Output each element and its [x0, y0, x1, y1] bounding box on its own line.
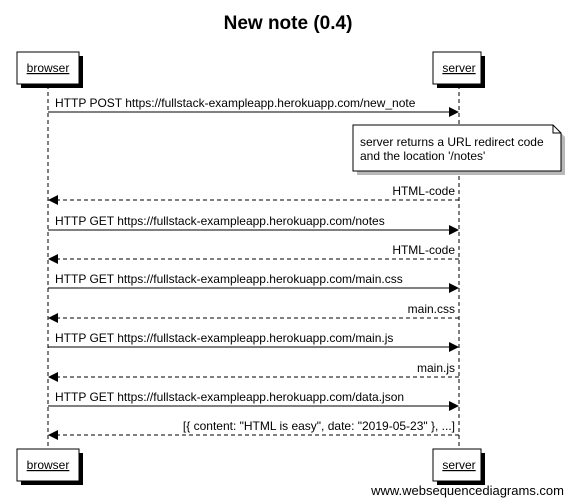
message-10: [{ content: "HTML is easy", date: "2019-… — [48, 419, 459, 440]
arrowhead-icon — [449, 401, 459, 411]
arrowhead-icon — [48, 254, 58, 264]
message-5: HTTP GET https://fullstack-exampleapp.he… — [48, 272, 459, 293]
participant-server-bottom: server — [432, 448, 485, 485]
participant-server-top: server — [432, 51, 485, 88]
watermark: www.websequencediagrams.com — [370, 483, 564, 498]
message-8: main.js — [48, 361, 459, 382]
arrowhead-icon — [48, 195, 58, 205]
message-9: HTTP GET https://fullstack-exampleapp.he… — [48, 390, 459, 411]
message-label: [{ content: "HTML is easy", date: "2019-… — [183, 419, 455, 433]
participant-browser-bottom: browser — [16, 448, 83, 485]
arrowhead-icon — [449, 342, 459, 352]
message-label: HTML-code — [392, 184, 455, 198]
messages: HTTP POST https://fullstack-exampleapp.h… — [48, 96, 459, 440]
message-label: main.js — [417, 361, 455, 375]
message-label: HTML-code — [392, 243, 455, 257]
arrowhead-icon — [449, 283, 459, 293]
message-2: HTML-code — [48, 184, 459, 205]
message-6: main.css — [48, 302, 459, 323]
message-label: HTTP GET https://fullstack-exampleapp.he… — [55, 272, 403, 286]
participant-server-label-bottom: server — [442, 458, 475, 472]
arrowhead-icon — [48, 313, 58, 323]
message-label: main.css — [408, 302, 455, 316]
message-label: HTTP POST https://fullstack-exampleapp.h… — [55, 96, 416, 110]
message-label: HTTP GET https://fullstack-exampleapp.he… — [55, 331, 393, 345]
message-1: HTTP POST https://fullstack-exampleapp.h… — [48, 96, 459, 117]
message-4: HTML-code — [48, 243, 459, 264]
arrowhead-icon — [449, 107, 459, 117]
diagram-title: New note (0.4) — [224, 13, 353, 34]
arrowhead-icon — [449, 225, 459, 235]
participant-server-label: server — [442, 61, 475, 75]
participant-browser-top: browser — [16, 51, 83, 88]
arrowhead-icon — [48, 430, 58, 440]
message-label: HTTP GET https://fullstack-exampleapp.he… — [55, 214, 385, 228]
note-line-1: server returns a URL redirect code — [360, 135, 544, 149]
participant-browser-label: browser — [27, 61, 70, 75]
message-label: HTTP GET https://fullstack-exampleapp.he… — [55, 390, 404, 404]
message-7: HTTP GET https://fullstack-exampleapp.he… — [48, 331, 459, 352]
arrowhead-icon — [48, 372, 58, 382]
message-3: HTTP GET https://fullstack-exampleapp.he… — [48, 214, 459, 235]
participant-browser-label-bottom: browser — [27, 458, 70, 472]
redirect-note: server returns a URL redirect code and t… — [352, 124, 565, 175]
note-line-2: and the location '/notes' — [360, 149, 485, 163]
